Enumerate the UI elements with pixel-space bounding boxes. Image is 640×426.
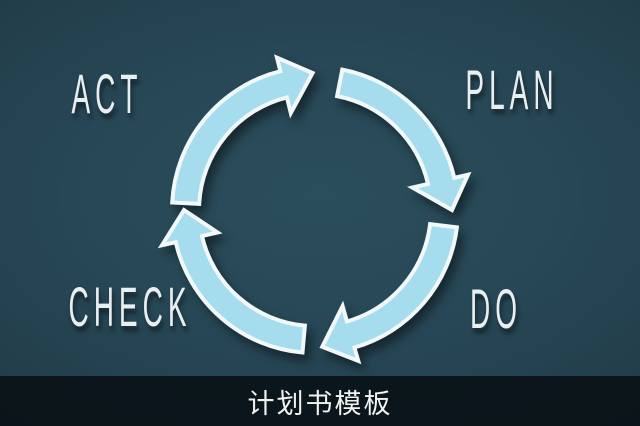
label-do: DO [470, 277, 522, 340]
label-plan: PLAN [465, 58, 559, 121]
caption-text: 计划书模板 [247, 388, 393, 420]
label-act: ACT [71, 62, 143, 125]
caption-bar: 计划书模板 [0, 376, 640, 426]
arrow-act-to-plan [170, 54, 316, 207]
arrow-check-to-act [157, 207, 308, 355]
arrow-do-to-check [319, 221, 460, 365]
arrow-plan-to-do [334, 67, 472, 213]
label-check: CHECK [68, 275, 192, 338]
